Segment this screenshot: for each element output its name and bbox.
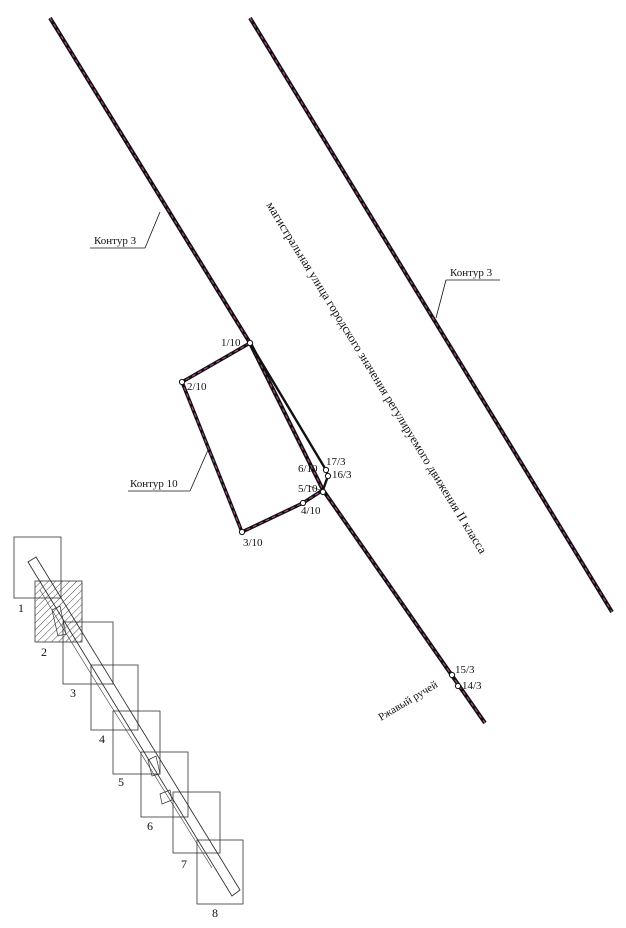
sheet-index-map	[13, 536, 244, 905]
point-label-17-3: 17/3	[326, 456, 346, 468]
sheet-number-7: 7	[181, 857, 187, 871]
contour3-right-label: Контур 3	[450, 267, 493, 279]
road-label: магистральная улица городского значения …	[263, 199, 489, 556]
sheet-number-1: 1	[18, 601, 24, 615]
contour3-left-boundary	[48, 16, 487, 725]
point-label-16-3: 16/3	[332, 469, 352, 481]
point-label-4-10: 4/10	[301, 505, 321, 517]
sheet-number-3: 3	[70, 686, 76, 700]
point-label-1-10: 1/10	[221, 337, 241, 349]
contour10-polygon	[179, 341, 330, 535]
point-label-15-3: 15/3	[455, 664, 475, 676]
sheet-number-8: 8	[212, 906, 218, 920]
point-label-5-10: 5/10	[298, 483, 318, 495]
sheet-number-4: 4	[99, 732, 105, 746]
contour10-label: Контур 10	[130, 478, 178, 490]
contour3-left-label: Контур 3	[94, 235, 137, 247]
point-label-6-10: 6/10	[298, 463, 318, 475]
point-label-2-10: 2/10	[187, 381, 207, 393]
sheet-number-6: 6	[147, 819, 153, 833]
sheet-number-2: 2	[41, 645, 47, 659]
point-label-14-3: 14/3	[462, 680, 482, 692]
sheet-number-5: 5	[118, 775, 124, 789]
stream-label: Ржавый ручей	[376, 679, 440, 724]
leader-lines	[90, 211, 500, 492]
contour3-right-boundary	[248, 16, 614, 614]
vertex-markers	[178, 339, 462, 690]
point-label-3-10: 3/10	[243, 537, 263, 549]
